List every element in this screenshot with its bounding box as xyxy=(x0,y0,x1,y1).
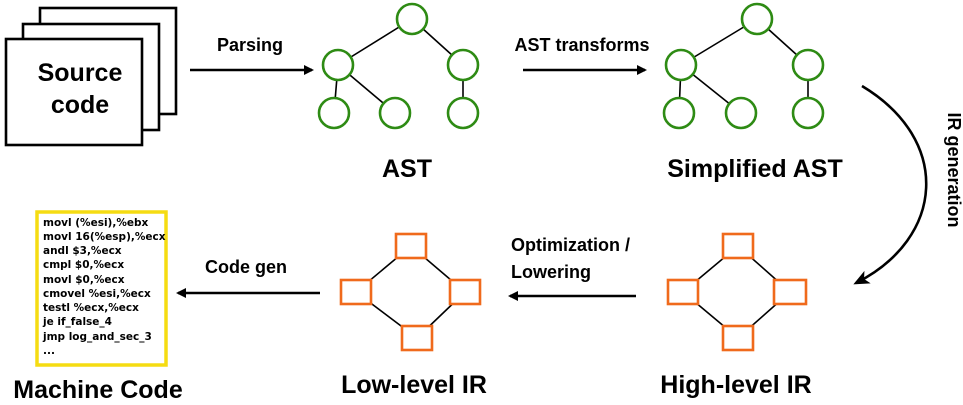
ir-generation-arrow xyxy=(853,84,928,285)
machine-code-line: jmp log_and_sec_3 xyxy=(42,331,152,343)
simplified-ast-tree xyxy=(662,2,825,130)
low-ir-node xyxy=(400,324,434,352)
high-level-ir-label: High-level IR xyxy=(660,371,811,399)
simplified-ast-node xyxy=(791,48,825,82)
low-level-ir-label: Low-level IR xyxy=(341,371,487,399)
machine-code-line: movl $0,%ecx xyxy=(43,274,125,286)
machine-code-line: testl %ecx,%ecx xyxy=(43,302,139,314)
source-doc-front xyxy=(4,37,144,147)
low-ir-node xyxy=(339,278,373,306)
machine-code-line: cmovel %esi,%ecx xyxy=(43,288,151,300)
code-gen-label: Code gen xyxy=(205,257,287,277)
ast-tree xyxy=(317,2,480,130)
high-ir-node xyxy=(772,278,808,306)
simplified-ast-node xyxy=(664,48,698,82)
simplified-ast-label: Simplified AST xyxy=(667,155,842,183)
machine-code-line: cmpl $0,%ecx xyxy=(43,259,124,271)
source-code-label-line2: code xyxy=(51,91,109,119)
machine-code-line: je if_false_4 xyxy=(42,316,112,328)
ir-generation-label: IR generation xyxy=(944,112,963,227)
ast-leaf-node xyxy=(446,96,480,130)
simplified-ast-root-node xyxy=(740,2,774,36)
simplified-ast-leaf-node xyxy=(791,96,825,130)
ast-node xyxy=(446,48,480,82)
source-code-label-line1: Source xyxy=(38,59,123,87)
optimization-label-line1: Optimization / xyxy=(511,235,630,255)
machine-code-line: movl 16(%esp),%ecx xyxy=(43,231,166,243)
machine-code-line: ... xyxy=(43,345,55,357)
ast-transforms-label: AST transforms xyxy=(514,35,649,55)
simplified-ast-leaf-node xyxy=(724,96,758,130)
low-level-ir-graph xyxy=(339,232,482,352)
high-ir-node xyxy=(721,324,755,352)
ast-leaf-node xyxy=(317,96,351,130)
high-level-ir-graph xyxy=(666,232,808,352)
machine-code-listing: movl (%esi),%ebx movl 16(%esp),%ecx andl… xyxy=(42,217,166,357)
ast-label: AST xyxy=(382,155,432,183)
machine-code-box xyxy=(35,210,168,367)
high-ir-node xyxy=(721,232,755,260)
simplified-ast-leaf-node xyxy=(662,96,696,130)
low-ir-node xyxy=(448,278,482,306)
ast-node xyxy=(321,48,355,82)
low-ir-node xyxy=(394,232,428,260)
ast-leaf-node xyxy=(378,96,412,130)
machine-code-line: movl (%esi),%ebx xyxy=(43,217,148,229)
ast-root-node xyxy=(395,2,429,36)
machine-code-label: Machine Code xyxy=(13,376,183,404)
parsing-label: Parsing xyxy=(217,35,283,55)
machine-code-line: andl $3,%ecx xyxy=(43,245,122,257)
optimization-label-line2: Lowering xyxy=(511,262,591,282)
source-code-documents: Source code xyxy=(4,6,178,147)
high-ir-node xyxy=(666,278,700,306)
